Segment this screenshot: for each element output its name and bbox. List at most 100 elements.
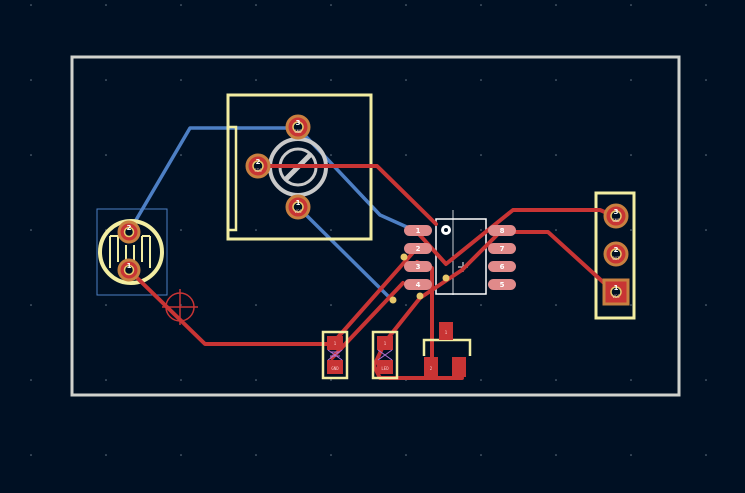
ic-pad-4[interactable] xyxy=(404,279,432,290)
header-pin-number: 2 xyxy=(614,246,619,254)
grid-dot xyxy=(630,304,632,306)
grid-dot xyxy=(555,229,557,231)
q1-top-label: 1 xyxy=(445,330,448,335)
ldr-serpentine xyxy=(109,235,151,268)
grid-dot xyxy=(405,79,407,81)
ic-pin-label: 3 xyxy=(416,263,421,271)
origin-crosshair-icon xyxy=(162,289,198,325)
grid-dot xyxy=(255,4,257,6)
grid-dot xyxy=(180,154,182,156)
pin-header[interactable] xyxy=(594,191,636,320)
r1-top-label: 1 xyxy=(334,341,337,346)
back-trace-1[interactable] xyxy=(127,126,298,233)
grid-dot xyxy=(180,229,182,231)
pot-pin-net: VCC xyxy=(294,209,302,214)
ldr-pin-number: 2 xyxy=(127,224,132,232)
r1-pad-top[interactable] xyxy=(327,336,343,350)
ic-pin-label: 4 xyxy=(416,281,421,289)
ic-body-outline xyxy=(435,218,487,295)
r2-pad-top[interactable] xyxy=(377,336,393,350)
grid-dot xyxy=(405,4,407,6)
grid-dot xyxy=(555,454,557,456)
grid-dot xyxy=(330,454,332,456)
potentiometer-notch xyxy=(228,125,238,232)
ic-pad-1[interactable] xyxy=(404,225,432,236)
front-trace-3[interactable] xyxy=(330,281,405,360)
grid-dot xyxy=(555,304,557,306)
vias xyxy=(389,253,450,304)
grid-dot xyxy=(405,304,407,306)
ic-pad-2[interactable] xyxy=(404,243,432,254)
q1-pad-left[interactable] xyxy=(424,357,438,377)
q1-pad-right[interactable] xyxy=(452,357,466,377)
grid-dot xyxy=(630,154,632,156)
grid-dot xyxy=(630,79,632,81)
grid-dot xyxy=(330,379,332,381)
front-trace-1[interactable] xyxy=(256,164,438,226)
grid-dot xyxy=(630,229,632,231)
front-trace-6[interactable] xyxy=(383,230,502,344)
front-trace-5[interactable] xyxy=(498,230,616,294)
header-pin-number: 3 xyxy=(614,208,619,216)
smd-resistor-r1[interactable]: 1 GND xyxy=(321,330,349,380)
header-pad-2[interactable]: 2 OUT xyxy=(603,241,629,267)
grid-dot xyxy=(30,454,32,456)
r2-net-label: LED xyxy=(381,366,389,371)
front-trace-4[interactable] xyxy=(415,208,616,266)
grid-dot xyxy=(180,379,182,381)
grid-dot xyxy=(330,154,332,156)
ldr-pad-1[interactable]: 1 xyxy=(117,258,141,282)
q1-pad-top[interactable] xyxy=(439,322,453,340)
grid-dot xyxy=(255,79,257,81)
pot-pad-3[interactable]: 3 GND xyxy=(285,114,311,140)
header-pad-1[interactable]: 1 VCC xyxy=(602,278,630,306)
grid-dot xyxy=(255,379,257,381)
r2-pad-bottom[interactable] xyxy=(377,360,393,374)
ic-pad-3[interactable] xyxy=(404,261,432,272)
pot-pad-1[interactable]: 1 VCC xyxy=(285,194,311,220)
ic-pin-label: 1 xyxy=(416,227,421,235)
ic-pad-5[interactable] xyxy=(488,279,516,290)
grid-dot xyxy=(180,79,182,81)
ic-left-pads: 1 2 3 4 xyxy=(404,225,432,290)
pot-pin-number: 2 xyxy=(256,158,261,166)
grid-dot xyxy=(705,454,707,456)
header-pad-3[interactable]: 3 GND xyxy=(603,203,629,229)
r2-top-label: 1 xyxy=(384,341,387,346)
smd-transistor-q1[interactable]: 1 2 xyxy=(422,322,472,377)
pot-pin-net: SIG xyxy=(254,168,262,173)
grid-dot xyxy=(480,304,482,306)
back-trace-3[interactable] xyxy=(296,205,394,302)
smd-resistor-r2[interactable]: 1 LED xyxy=(371,330,399,380)
ic-pad-8[interactable] xyxy=(488,225,516,236)
grid-dot xyxy=(405,454,407,456)
grid-dot xyxy=(180,4,182,6)
ic-pad-6[interactable] xyxy=(488,261,516,272)
ic-pin-label: 6 xyxy=(500,263,505,271)
pot-pad-2[interactable]: 2 SIG xyxy=(245,153,271,179)
grid-dot xyxy=(30,154,32,156)
grid-dot xyxy=(105,379,107,381)
r1-net-label: GND xyxy=(331,366,339,371)
ic-pad-7[interactable] xyxy=(488,243,516,254)
grid-dot xyxy=(480,4,482,6)
grid-dot xyxy=(480,454,482,456)
grid-dot xyxy=(330,79,332,81)
grid-dot xyxy=(630,454,632,456)
ic-pin-label: 8 xyxy=(500,227,505,235)
header-pin-number: 1 xyxy=(614,284,619,292)
grid-dot xyxy=(255,229,257,231)
grid-dot xyxy=(180,454,182,456)
header-silkscreen xyxy=(594,191,636,320)
pot-pin-number: 3 xyxy=(296,119,301,127)
grid-dot xyxy=(255,454,257,456)
ldr-pad-2[interactable]: 2 xyxy=(117,220,141,244)
grid-dot xyxy=(105,454,107,456)
grid-dot xyxy=(405,154,407,156)
r1-pad-bottom[interactable] xyxy=(327,360,343,374)
grid-dot xyxy=(330,304,332,306)
grid-dot xyxy=(705,304,707,306)
header-pin-net: GND xyxy=(612,218,620,223)
grid-dot xyxy=(630,379,632,381)
